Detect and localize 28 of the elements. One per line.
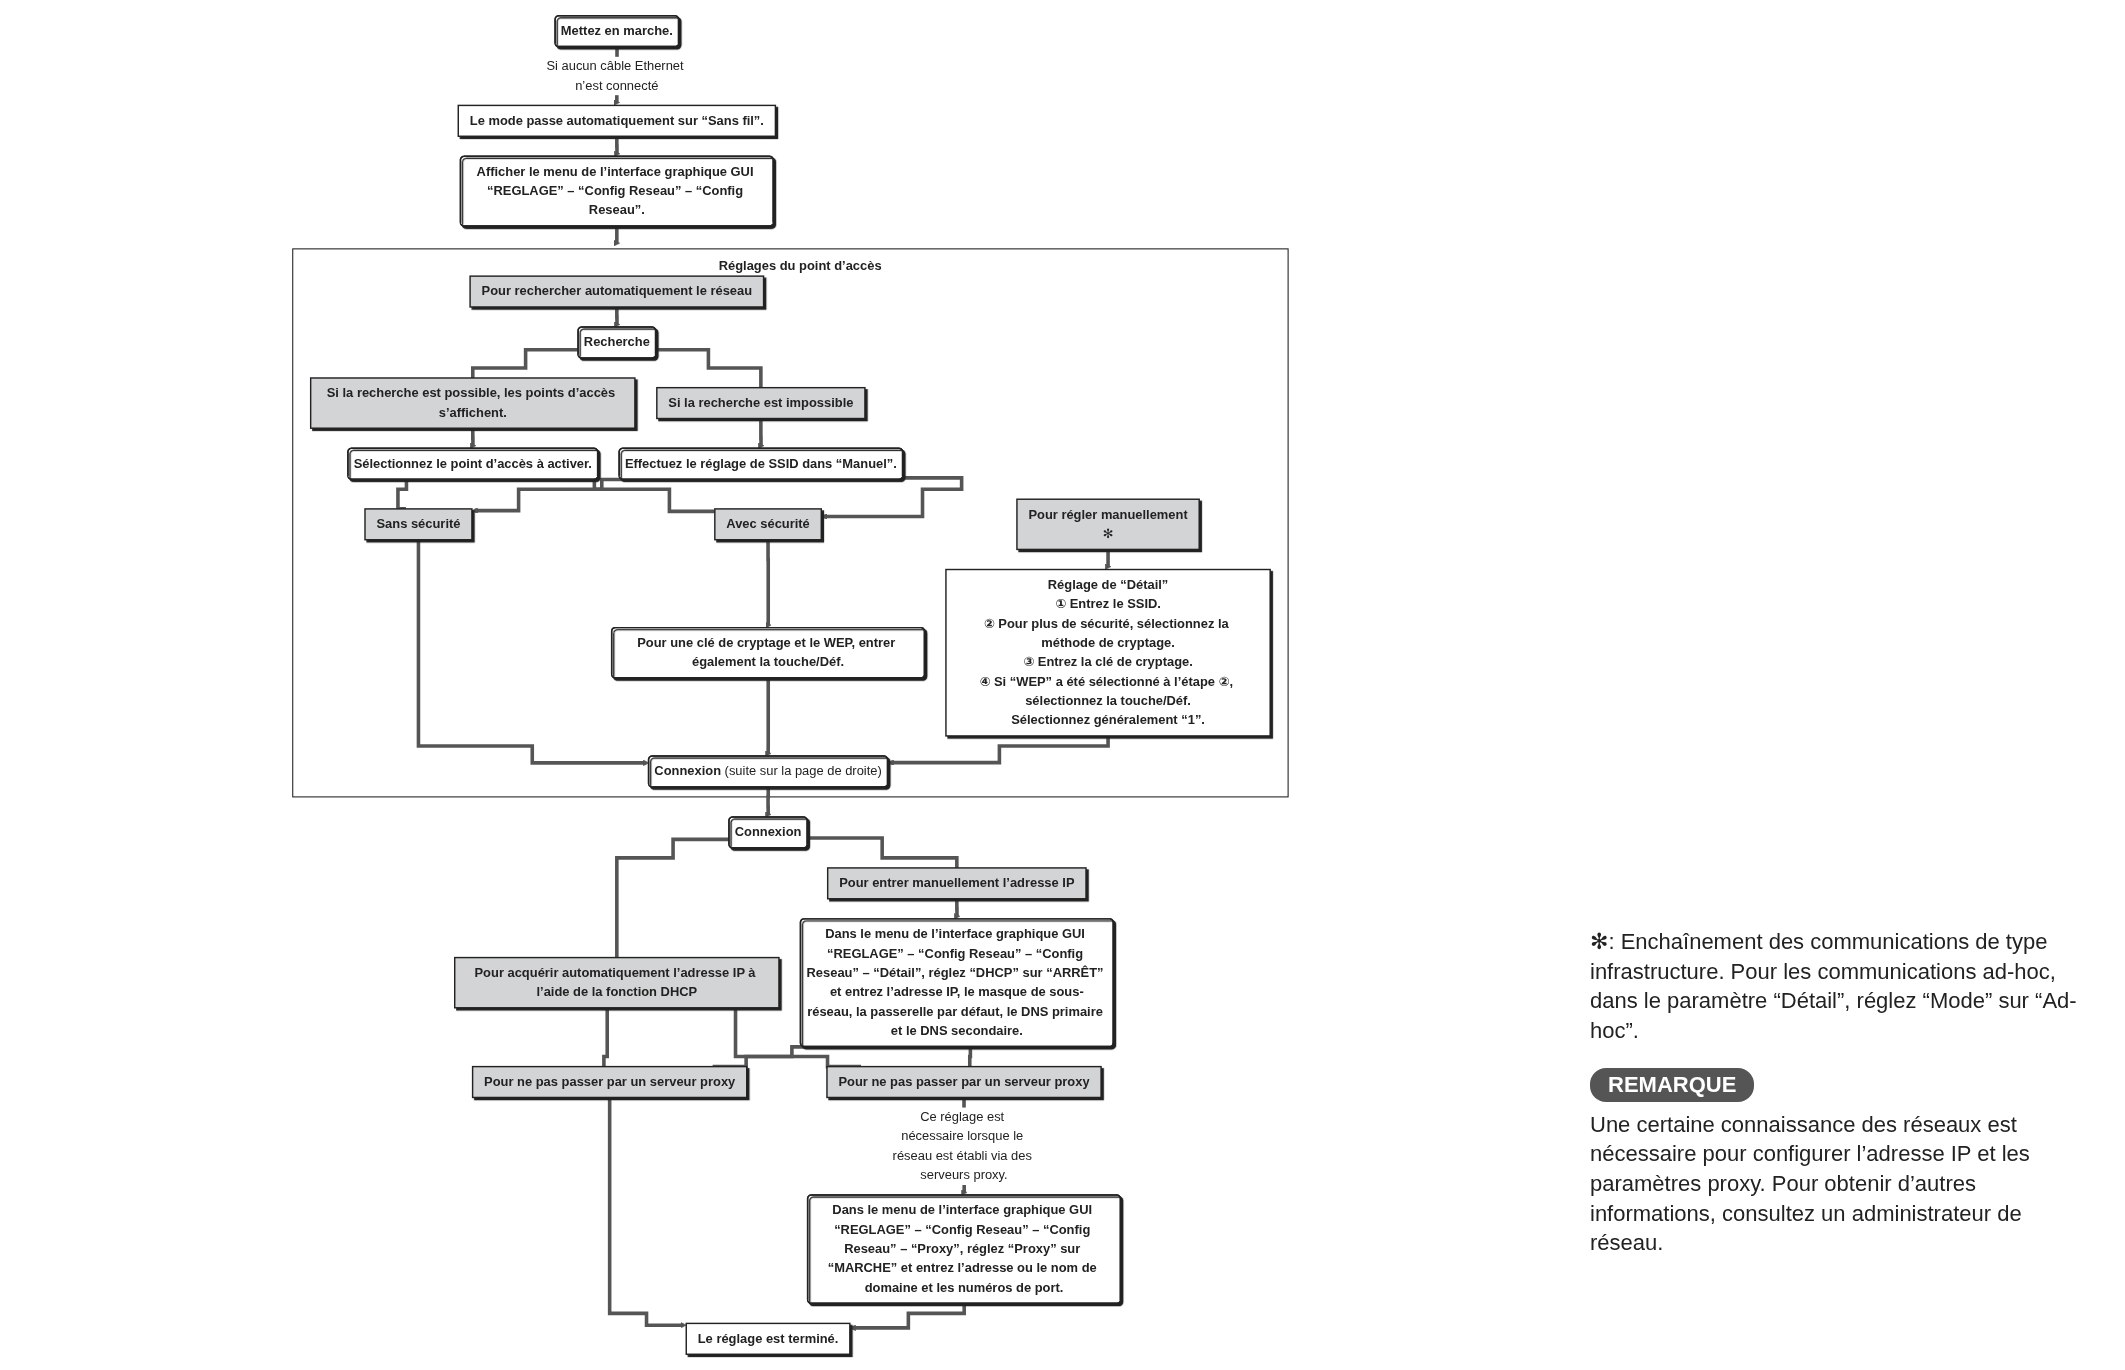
edge-label: Si aucun câble Ethernet n’est connecté — [546, 58, 684, 93]
connector — [676, 1006, 861, 1069]
arrow — [887, 734, 1110, 766]
node-box: Réglage de “Détail” ① Entrez le SSID. ② Pour plus de sécurité, sélectionnez la méthode de cryptage. ③ Entrez la clé de cryptage. ④ Si “WEP” a été sélectionné à l’étape ②, sélectionnez la touche/Déf. Sélectionnez généralement “1”. — [944, 568, 1271, 737]
node-box: Pour régler manuellement ✻ — [1015, 498, 1200, 551]
note-text: ✻: Enchaînement des communications de type infrastructure. Pour les communications ad-hoc, dans le paramètre “Détail”, réglez “Mode” sur “Ad-hoc”. — [1590, 927, 2078, 1045]
connector — [564, 477, 715, 514]
connector — [712, 1045, 804, 1069]
arrow — [471, 477, 641, 514]
note-text: Une certaine connaissance des réseaux est nécessaire pour configurer l’adresse IP et les paramètres proxy. Pour obtenir d’autres informations, consultez un administrateur de réseau. — [1590, 1110, 2031, 1258]
node-box: Pour ne pas passer par un serveur proxy — [471, 1065, 747, 1099]
node-box: Le mode passe automatiquement sur “Sans fil”. — [457, 104, 776, 137]
node-box: Pour entrer manuellement l’adresse IP — [826, 867, 1087, 900]
node-box: Pour ne pas passer par un serveur proxy — [825, 1065, 1102, 1099]
arrow — [820, 476, 963, 520]
arrow — [613, 224, 620, 247]
arrow — [613, 305, 620, 328]
node-box: Pour acquérir automatiquement l’adresse IP à l’aide de la fonction DHCP — [453, 956, 780, 1009]
edge-label: Ce réglage est nécessaire lorsque le réseau est établi via des serveurs proxy. — [892, 1109, 1032, 1183]
node-box: Si la recherche est possible, les points d’accès s’affichent. — [309, 377, 636, 429]
node-box: Le réglage est terminé. — [685, 1322, 851, 1355]
node-box: Pour rechercher automatiquement le réseau — [468, 275, 764, 308]
node-box: Avec sécurité — [713, 508, 822, 541]
note-badge: REMARQUE — [1590, 1067, 1755, 1102]
arrow — [764, 676, 772, 757]
arrow — [764, 785, 772, 818]
node-box: Si la recherche est impossible — [655, 386, 866, 420]
node-box: Sans sécurité — [363, 508, 473, 541]
